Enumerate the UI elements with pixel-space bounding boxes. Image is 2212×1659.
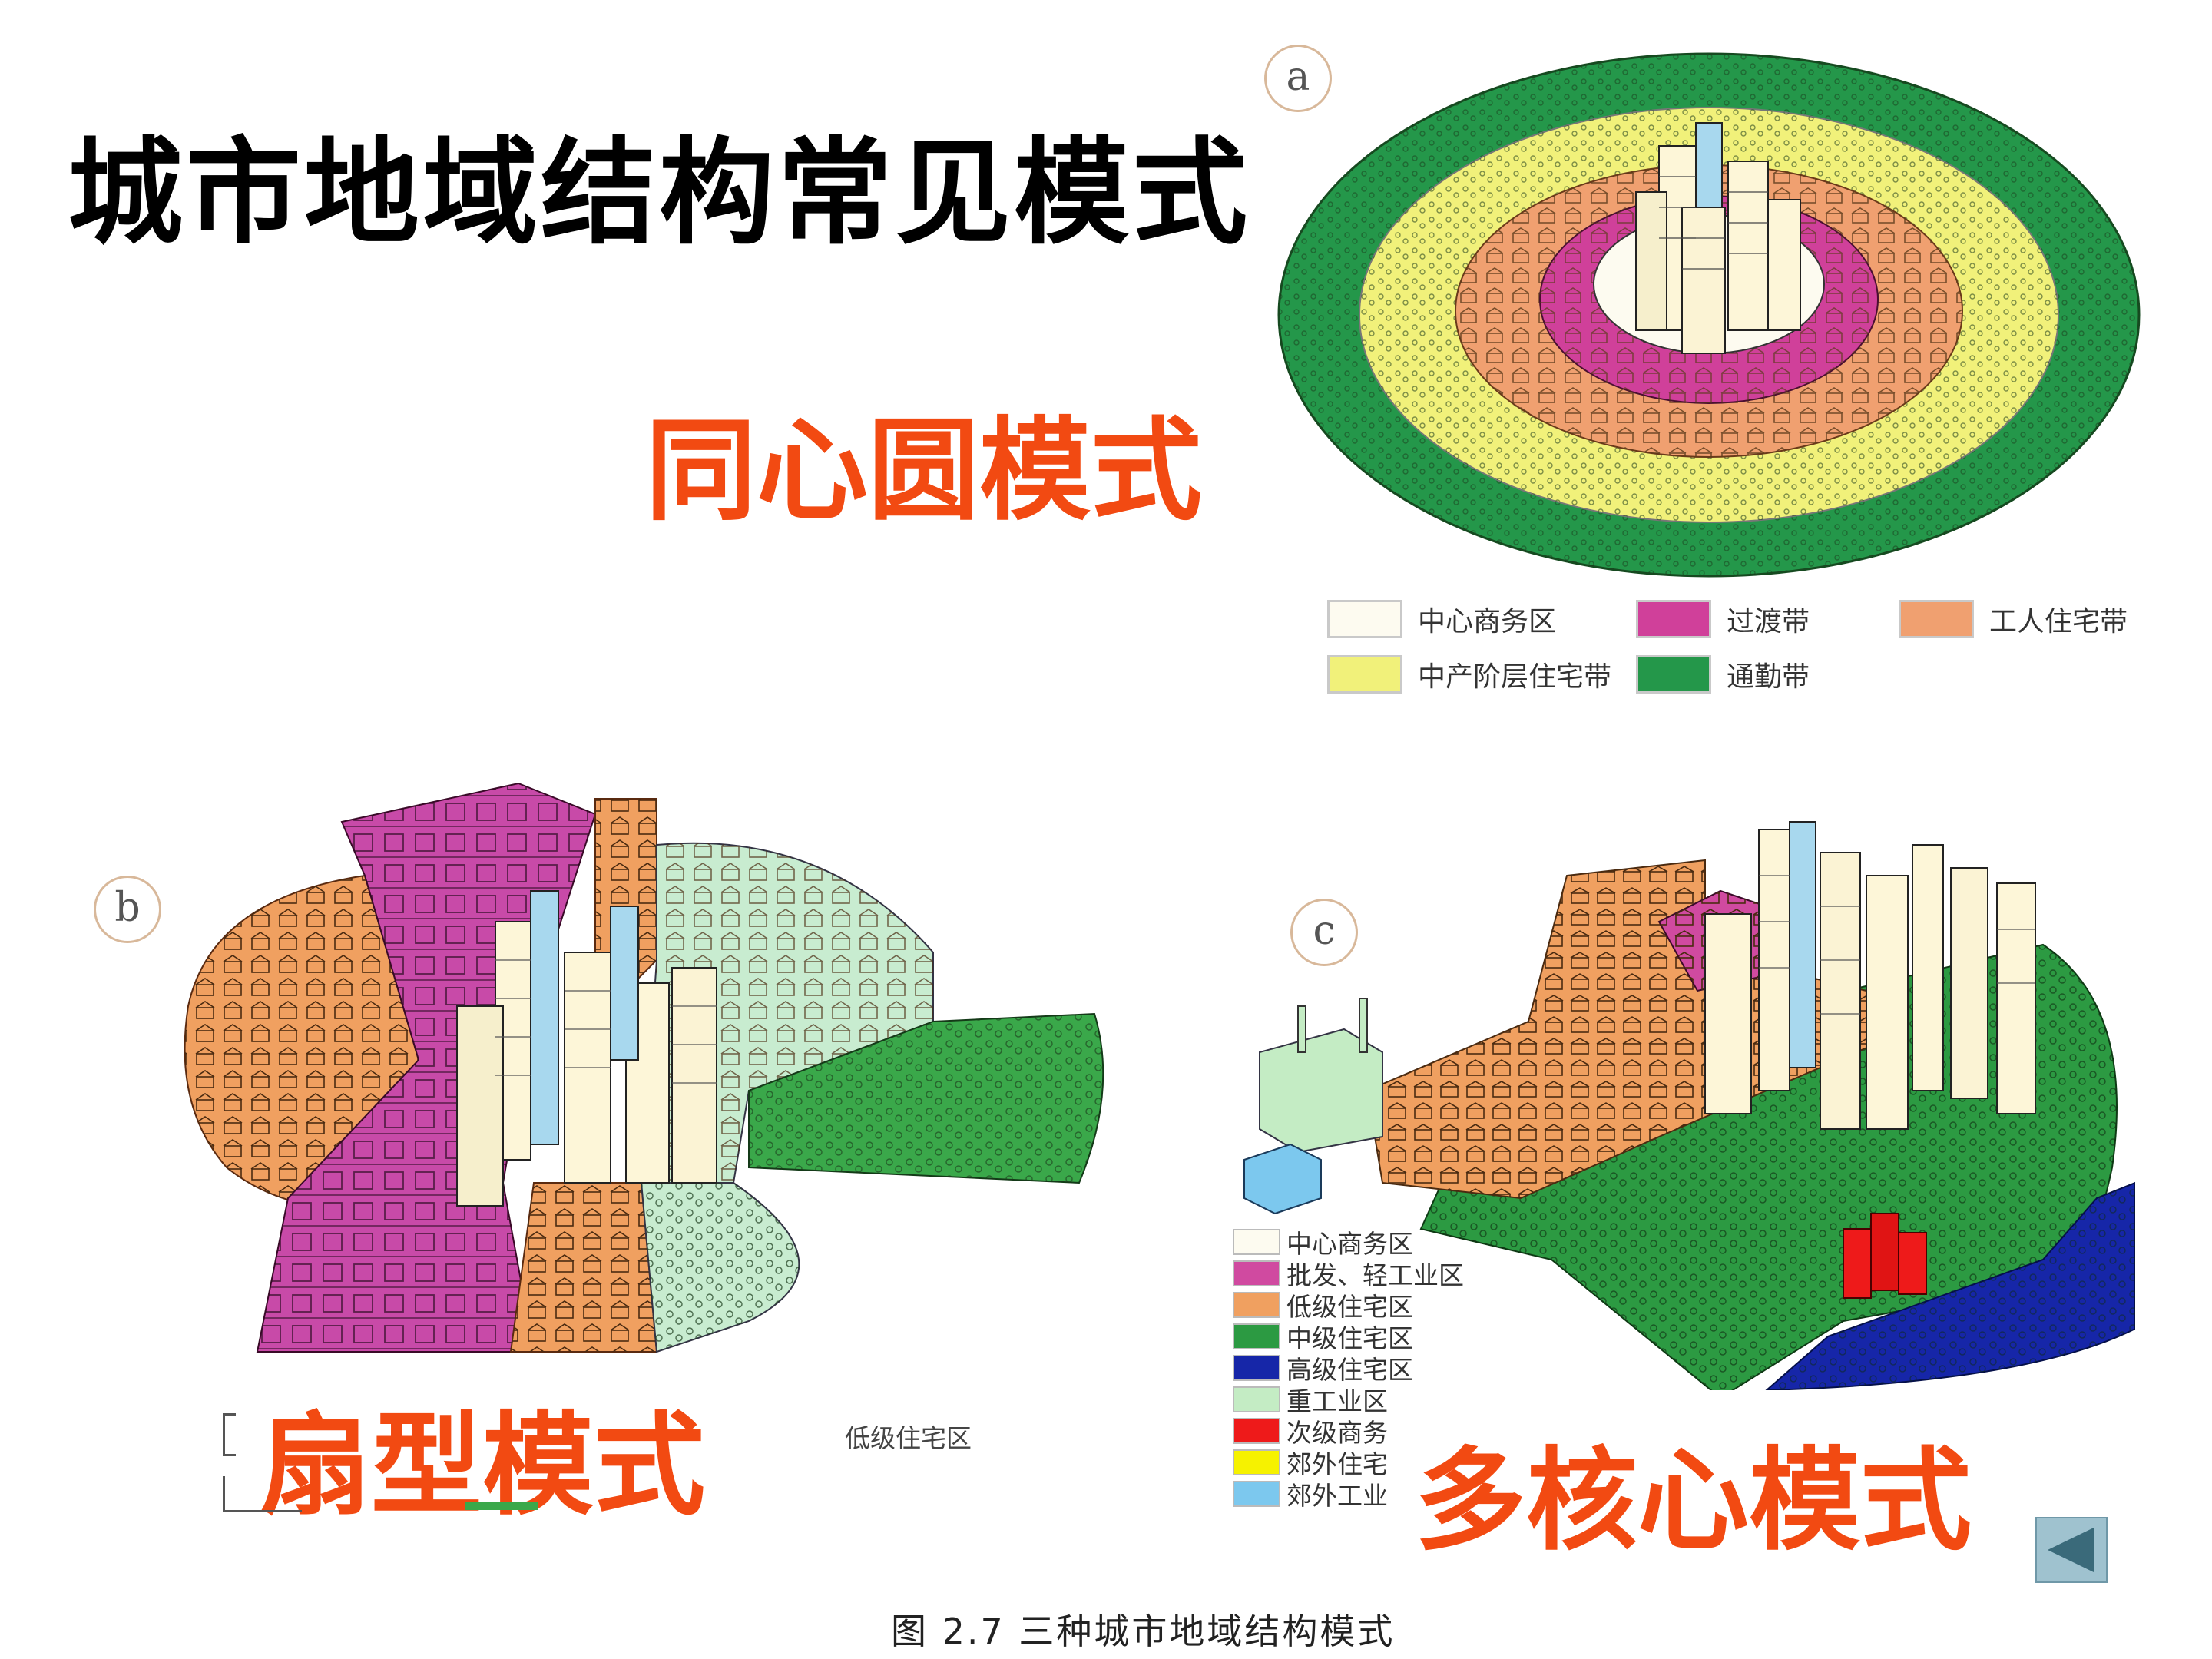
legend-label: 郊外住宅 bbox=[1286, 1449, 1388, 1479]
legend-item-heavy-industry: 重工业区 bbox=[1233, 1383, 1494, 1416]
legend-swatch bbox=[1233, 1354, 1280, 1381]
legend-swatch bbox=[1233, 1386, 1280, 1412]
legend-label: 低级住宅区 bbox=[1286, 1291, 1413, 1322]
legend-swatch bbox=[1233, 1291, 1280, 1318]
panel-label-a: a bbox=[1264, 45, 1332, 112]
legend-item-middle-class: 中产阶层住宅带 bbox=[1327, 654, 1611, 694]
legend-item-cbd: 中心商务区 bbox=[1233, 1226, 1494, 1259]
legend-label: 次级商务 bbox=[1286, 1417, 1388, 1448]
multiple-nuclei-legend: 中心商务区 批发、轻工业区 低级住宅区 中级住宅区 高级住宅区 重工业区 次级商… bbox=[1233, 1226, 1494, 1511]
legend-label: 中产阶层住宅带 bbox=[1418, 661, 1612, 693]
legend-item-workers: 工人住宅带 bbox=[1899, 599, 2128, 639]
sector-diagram bbox=[184, 782, 1104, 1353]
sector-model-label: 扇型模式 bbox=[260, 1401, 705, 1531]
legend-item-low-residential: 低级住宅区 bbox=[1233, 1289, 1494, 1322]
legend-swatch bbox=[1233, 1260, 1280, 1286]
legend-item-suburban-industry: 郊外工业 bbox=[1233, 1478, 1494, 1511]
legend-label: 工人住宅带 bbox=[1989, 606, 2128, 637]
legend-label: 中心商务区 bbox=[1418, 606, 1557, 637]
legend-label: 通勤带 bbox=[1727, 661, 1810, 693]
back-arrow-icon bbox=[2048, 1528, 2094, 1572]
concentric-diagram bbox=[1277, 52, 2141, 578]
legend-item-transition: 过渡带 bbox=[1636, 599, 1810, 639]
concentric-legend: 中心商务区 过渡带 工人住宅带 中产阶层住宅带 通勤带 bbox=[1321, 591, 2181, 707]
legend-swatch bbox=[1327, 655, 1402, 694]
sector-legend-swatch bbox=[465, 1502, 538, 1510]
multiple-nuclei-model-label: 多核心模式 bbox=[1415, 1436, 1972, 1566]
panel-label-b: b bbox=[94, 876, 161, 943]
sector-legend-bracket bbox=[223, 1413, 236, 1456]
multiple-nuclei-diagram bbox=[1243, 821, 2135, 1390]
legend-swatch bbox=[1233, 1323, 1280, 1349]
legend-label: 郊外工业 bbox=[1286, 1480, 1388, 1511]
legend-swatch bbox=[1233, 1228, 1280, 1255]
legend-item-high-residential: 高级住宅区 bbox=[1233, 1352, 1494, 1385]
legend-item-suburban-residential: 郊外住宅 bbox=[1233, 1446, 1494, 1479]
legend-swatch bbox=[1327, 600, 1402, 638]
legend-swatch bbox=[1899, 600, 1974, 638]
sector-legend-bracket bbox=[223, 1476, 302, 1512]
legend-swatch bbox=[1233, 1480, 1280, 1507]
legend-swatch bbox=[1233, 1449, 1280, 1475]
legend-item-middle-residential: 中级住宅区 bbox=[1233, 1320, 1494, 1353]
legend-label: 重工业区 bbox=[1286, 1386, 1388, 1416]
back-button[interactable] bbox=[2035, 1517, 2108, 1583]
legend-swatch bbox=[1233, 1417, 1280, 1444]
slide-title: 城市地域结构常见模式 bbox=[68, 127, 1251, 260]
legend-swatch bbox=[1636, 600, 1711, 638]
legend-label: 批发、轻工业区 bbox=[1286, 1260, 1464, 1290]
stray-legend-label: 低级住宅区 bbox=[845, 1423, 972, 1453]
panel-label-c: c bbox=[1290, 899, 1358, 966]
legend-item-wholesale: 批发、轻工业区 bbox=[1233, 1257, 1494, 1290]
legend-label: 中心商务区 bbox=[1286, 1228, 1413, 1259]
legend-label: 高级住宅区 bbox=[1286, 1354, 1413, 1385]
legend-item-cbd: 中心商务区 bbox=[1327, 599, 1556, 639]
legend-label: 过渡带 bbox=[1727, 606, 1810, 637]
figure-caption: 图 2.7 三种城市地域结构模式 bbox=[891, 1611, 1396, 1652]
concentric-model-label: 同心圆模式 bbox=[645, 406, 1202, 536]
legend-label: 中级住宅区 bbox=[1286, 1323, 1413, 1353]
legend-item-commuter: 通勤带 bbox=[1636, 654, 1810, 694]
legend-swatch bbox=[1636, 655, 1711, 694]
legend-item-secondary-business: 次级商务 bbox=[1233, 1415, 1494, 1448]
